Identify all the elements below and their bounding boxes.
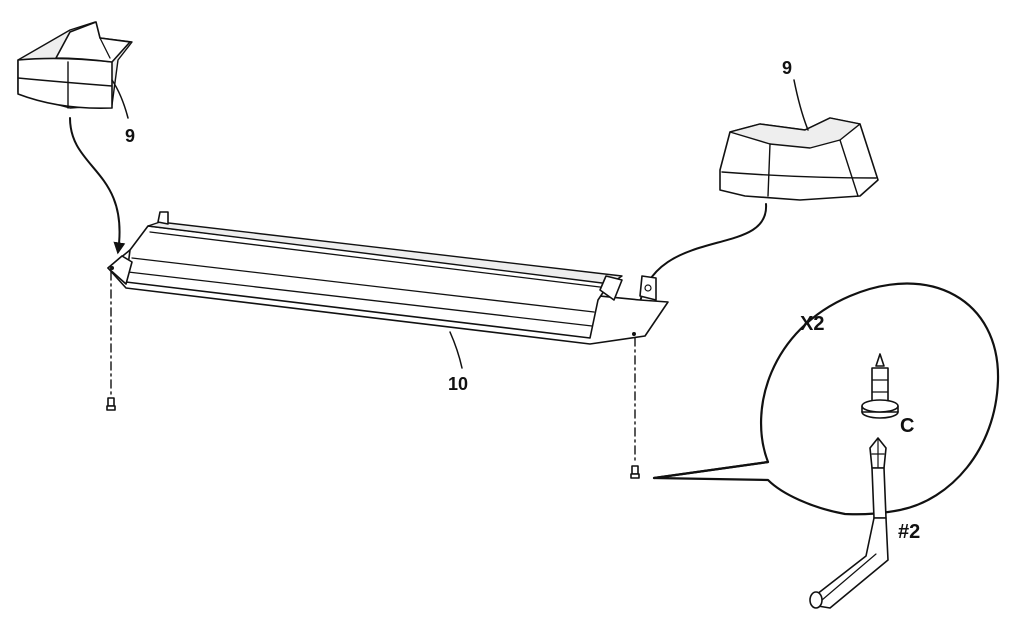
leader-line-cap-left <box>111 79 129 119</box>
screwdriver-bit-icon <box>809 437 889 609</box>
screw-left <box>106 397 116 411</box>
label-cap-left: 9 <box>125 126 135 146</box>
label-driver: #2 <box>898 521 920 543</box>
label-quantity: X2 <box>800 313 824 335</box>
arrow-cap-right <box>633 203 768 315</box>
screw-right <box>630 465 640 479</box>
label-cap-right: 9 <box>782 58 792 78</box>
label-base: 10 <box>448 374 468 394</box>
label-screw-c: C <box>900 415 914 437</box>
end-cap-right <box>719 117 879 201</box>
detail-callout-bubble <box>652 282 1000 516</box>
arrow-cap-left <box>69 117 126 255</box>
end-cap-left <box>17 21 133 110</box>
leader-line-cap-right <box>793 79 809 131</box>
base-channel <box>107 211 669 345</box>
screw-c <box>861 353 899 419</box>
leader-line-base <box>449 331 463 369</box>
